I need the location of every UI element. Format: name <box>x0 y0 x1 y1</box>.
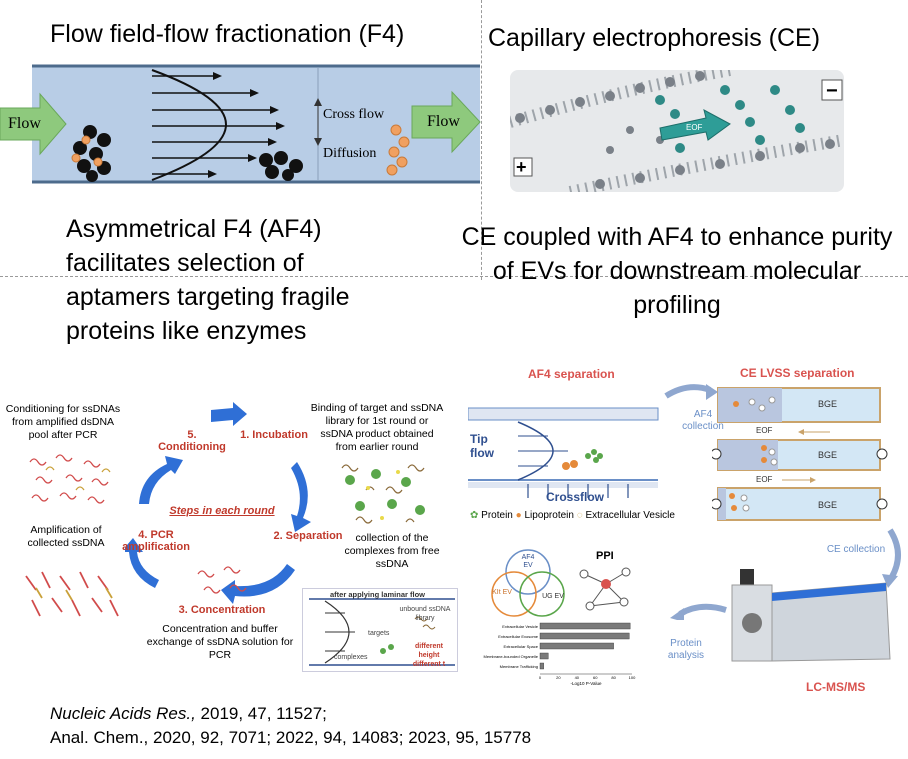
laminar-flow-inset <box>302 588 458 672</box>
ssdna-cluster-concentration <box>194 564 254 600</box>
venn-ug: UG EV <box>542 593 564 600</box>
venn-diagram <box>486 546 570 622</box>
bge-label-2: BGE <box>818 450 838 460</box>
bar-category-label: Membrane Trafficking <box>500 664 538 669</box>
cross-flow-label: Cross flow <box>323 107 385 122</box>
inset-unbound: unbound ssDNA library <box>399 606 451 622</box>
plus-sign: + <box>516 157 527 177</box>
inset-complexes: complexes <box>334 654 368 661</box>
ce-collection-label: CE collection <box>826 544 886 555</box>
ppi-label: PPI <box>596 550 614 562</box>
ce-title: Capillary electrophoresis (CE) <box>488 24 821 52</box>
bar-category-label: Extracellular Vesicle <box>502 624 539 629</box>
ce-caption: CE coupled with AF4 to enhance purity of… <box>461 223 893 319</box>
legend: ✿ Protein ● Lipoprotein ◌ Extracellular … <box>470 510 675 521</box>
af4-collection-label: AF4 collection <box>682 409 724 432</box>
af4-separation-title: AF4 separation <box>528 367 615 381</box>
legend-lipoprotein: Lipoprotein <box>524 510 574 521</box>
ssdna-cluster-amplification <box>22 566 126 624</box>
citation-line-1-rest: 2019, 47, 11527; <box>195 704 327 723</box>
af4-channel <box>467 406 660 502</box>
inset-targets: targets <box>368 630 390 637</box>
eof-label-1: EOF <box>756 426 773 435</box>
citation-line-2: Anal. Chem., 2020, 92, 7071; 2022, 94, 1… <box>50 728 532 747</box>
desc-concentration: Concentration and buffer exchange of ssD… <box>146 623 294 661</box>
steps-center-label: Steps in each round <box>169 505 275 517</box>
step-separation: 2. Separation <box>273 530 343 542</box>
step-concentration: 3. Concentration <box>178 604 266 616</box>
workflow-arrows <box>640 370 908 622</box>
legend-protein: Protein <box>481 510 513 521</box>
bge-label-3: BGE <box>818 500 838 510</box>
tip-flow-label: Tip flow <box>470 432 494 460</box>
step-pcr: 4. PCR amplification <box>122 529 190 553</box>
x-tick-label: 40 <box>575 675 580 680</box>
x-tick-label: 60 <box>593 675 598 680</box>
flow-out-label: Flow <box>427 113 460 130</box>
citation-line-1: Nucleic Acids Res., 2019, 47, 11527; <box>50 702 327 726</box>
lc-ms-label: LC-MS/MS <box>806 680 866 694</box>
desc-separation: collection of the complexes from free ss… <box>344 532 440 570</box>
ssdna-cluster-incubation <box>336 460 436 530</box>
divider-vertical <box>481 0 482 280</box>
eof-label-2: EOF <box>756 475 773 484</box>
ppi-network <box>576 562 636 618</box>
step-conditioning: 5. Conditioning <box>158 429 226 453</box>
divider-horizontal <box>0 276 908 277</box>
lipoprotein-icon: ● <box>515 510 522 521</box>
f4-channel-diagram <box>0 62 482 188</box>
bar-category-label: Extracellular Exosome <box>498 634 539 639</box>
ce-tubes <box>710 382 888 528</box>
lc-ms-instrument <box>726 563 896 673</box>
inset-height: different height different t <box>412 643 446 668</box>
x-tick-label: 100 <box>629 675 636 680</box>
ce-capillary-diagram: EOF <box>508 64 845 198</box>
flow-in-label: Flow <box>8 115 41 132</box>
bar <box>539 652 549 660</box>
eof-label: EOF <box>686 123 703 132</box>
ce-lvss-title: CE LVSS separation <box>740 366 855 380</box>
vesicle-icon: ◌ <box>576 510 583 521</box>
x-tick-label: 20 <box>556 675 561 680</box>
f4-title: Flow field-flow fractionation (F4) <box>50 20 405 48</box>
x-tick-label: 80 <box>611 675 616 680</box>
protein-icon: ✿ <box>470 510 479 521</box>
af4-caption: Asymmetrical F4 (AF4) facilitates select… <box>66 215 350 345</box>
x-tick-label: 0 <box>539 675 542 680</box>
crossflow-label: Crossflow <box>546 490 605 504</box>
venn-kit: KIt EV <box>492 589 512 596</box>
bar-category-label: Membrane-bounded Organelle <box>484 654 539 659</box>
bar <box>539 662 544 670</box>
bge-label-1: BGE <box>818 399 838 409</box>
desc-conditioning: Conditioning for ssDNAs from amplified d… <box>5 403 121 441</box>
x-axis-label: -Log10 P-Value <box>571 681 602 686</box>
selection-cycle-arrows <box>121 400 325 615</box>
inset-header: after applying laminar flow <box>330 590 426 599</box>
step-incubation: 1. Incubation <box>240 429 308 441</box>
citation-journal: Nucleic Acids Res., <box>50 704 196 723</box>
bar <box>539 642 614 650</box>
desc-amplification: Amplification of collected ssDNA <box>27 524 105 549</box>
ssdna-cluster-conditioning <box>26 452 118 508</box>
bar-category-label: Extracellular Space <box>504 644 539 649</box>
legend-vesicle: Extracellular Vesicle <box>585 510 675 521</box>
diffusion-label: Diffusion <box>323 146 377 161</box>
bar <box>539 622 631 630</box>
protein-analysis-label: Protein analysis <box>667 638 705 661</box>
venn-af4: AF4 EV <box>521 554 535 569</box>
minus-sign: − <box>826 80 838 102</box>
desc-incubation: Binding of target and ssDNA library for … <box>310 402 444 453</box>
bar <box>539 632 630 640</box>
